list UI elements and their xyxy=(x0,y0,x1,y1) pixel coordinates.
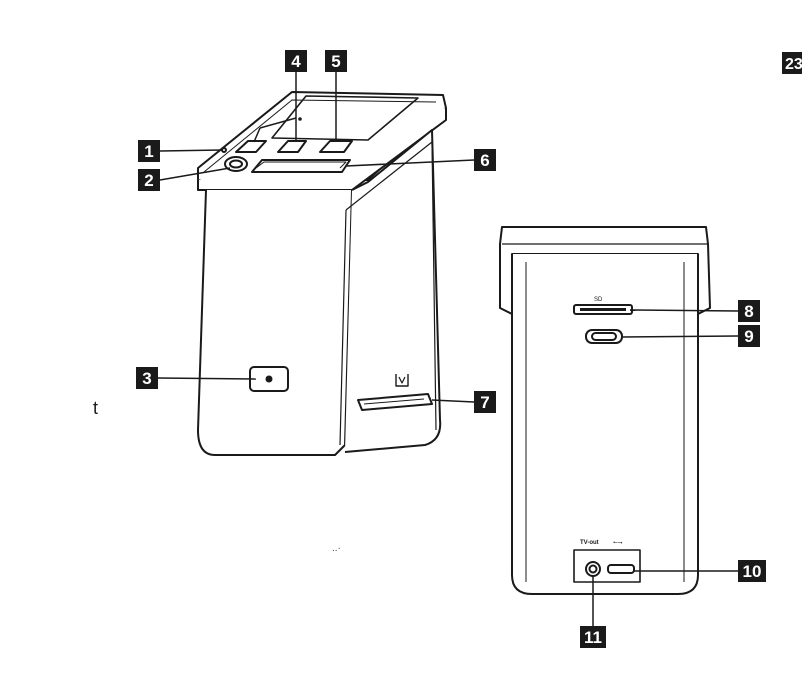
callout-7: 7 xyxy=(474,391,496,413)
device-back-view: SD TV-out ⭠⭢ xyxy=(499,226,711,595)
svg-text:3: 3 xyxy=(142,369,151,388)
stray-marks: ..· xyxy=(332,543,341,554)
callout-11: 11 xyxy=(580,626,606,648)
callout-4: 4 xyxy=(285,50,307,72)
callout-labels: 1 2 3 4 5 6 7 8 xyxy=(136,50,766,648)
middle-button xyxy=(277,140,307,153)
callout-8: 8 xyxy=(738,300,760,322)
leader-lines xyxy=(157,72,739,626)
left-button xyxy=(235,140,267,153)
tv-out-label: TV-out xyxy=(580,540,599,546)
svg-text:7: 7 xyxy=(480,393,489,412)
page-number: 23 xyxy=(785,56,802,73)
svg-text:2: 2 xyxy=(144,171,153,190)
callout-1: 1 xyxy=(138,140,160,162)
usb-port xyxy=(607,564,635,574)
device-front-view xyxy=(197,91,447,456)
svg-text:11: 11 xyxy=(584,628,602,647)
svg-text:10: 10 xyxy=(743,562,762,581)
film-insert-icon xyxy=(395,374,409,387)
svg-text:8: 8 xyxy=(744,302,753,321)
svg-text:5: 5 xyxy=(331,52,340,71)
callout-5: 5 xyxy=(325,50,347,72)
usb-label: ⭠⭢ xyxy=(613,539,623,546)
stray-letter: t xyxy=(93,398,98,418)
callout-2: 2 xyxy=(138,169,160,191)
right-button xyxy=(319,140,353,153)
page-number-box xyxy=(782,52,802,74)
svg-text:9: 9 xyxy=(744,327,753,346)
callout-6: 6 xyxy=(474,149,496,171)
copy-button xyxy=(251,159,351,173)
tv-out-jack xyxy=(585,561,601,577)
svg-text:6: 6 xyxy=(480,151,489,170)
callout-10: 10 xyxy=(738,560,766,582)
sd-label: SD xyxy=(594,297,603,303)
svg-text:4: 4 xyxy=(291,52,301,71)
callout-9: 9 xyxy=(738,325,760,347)
callout-3: 3 xyxy=(136,367,158,389)
film-holder-slot xyxy=(357,393,433,411)
svg-text:1: 1 xyxy=(144,142,153,161)
power-button xyxy=(224,156,248,172)
